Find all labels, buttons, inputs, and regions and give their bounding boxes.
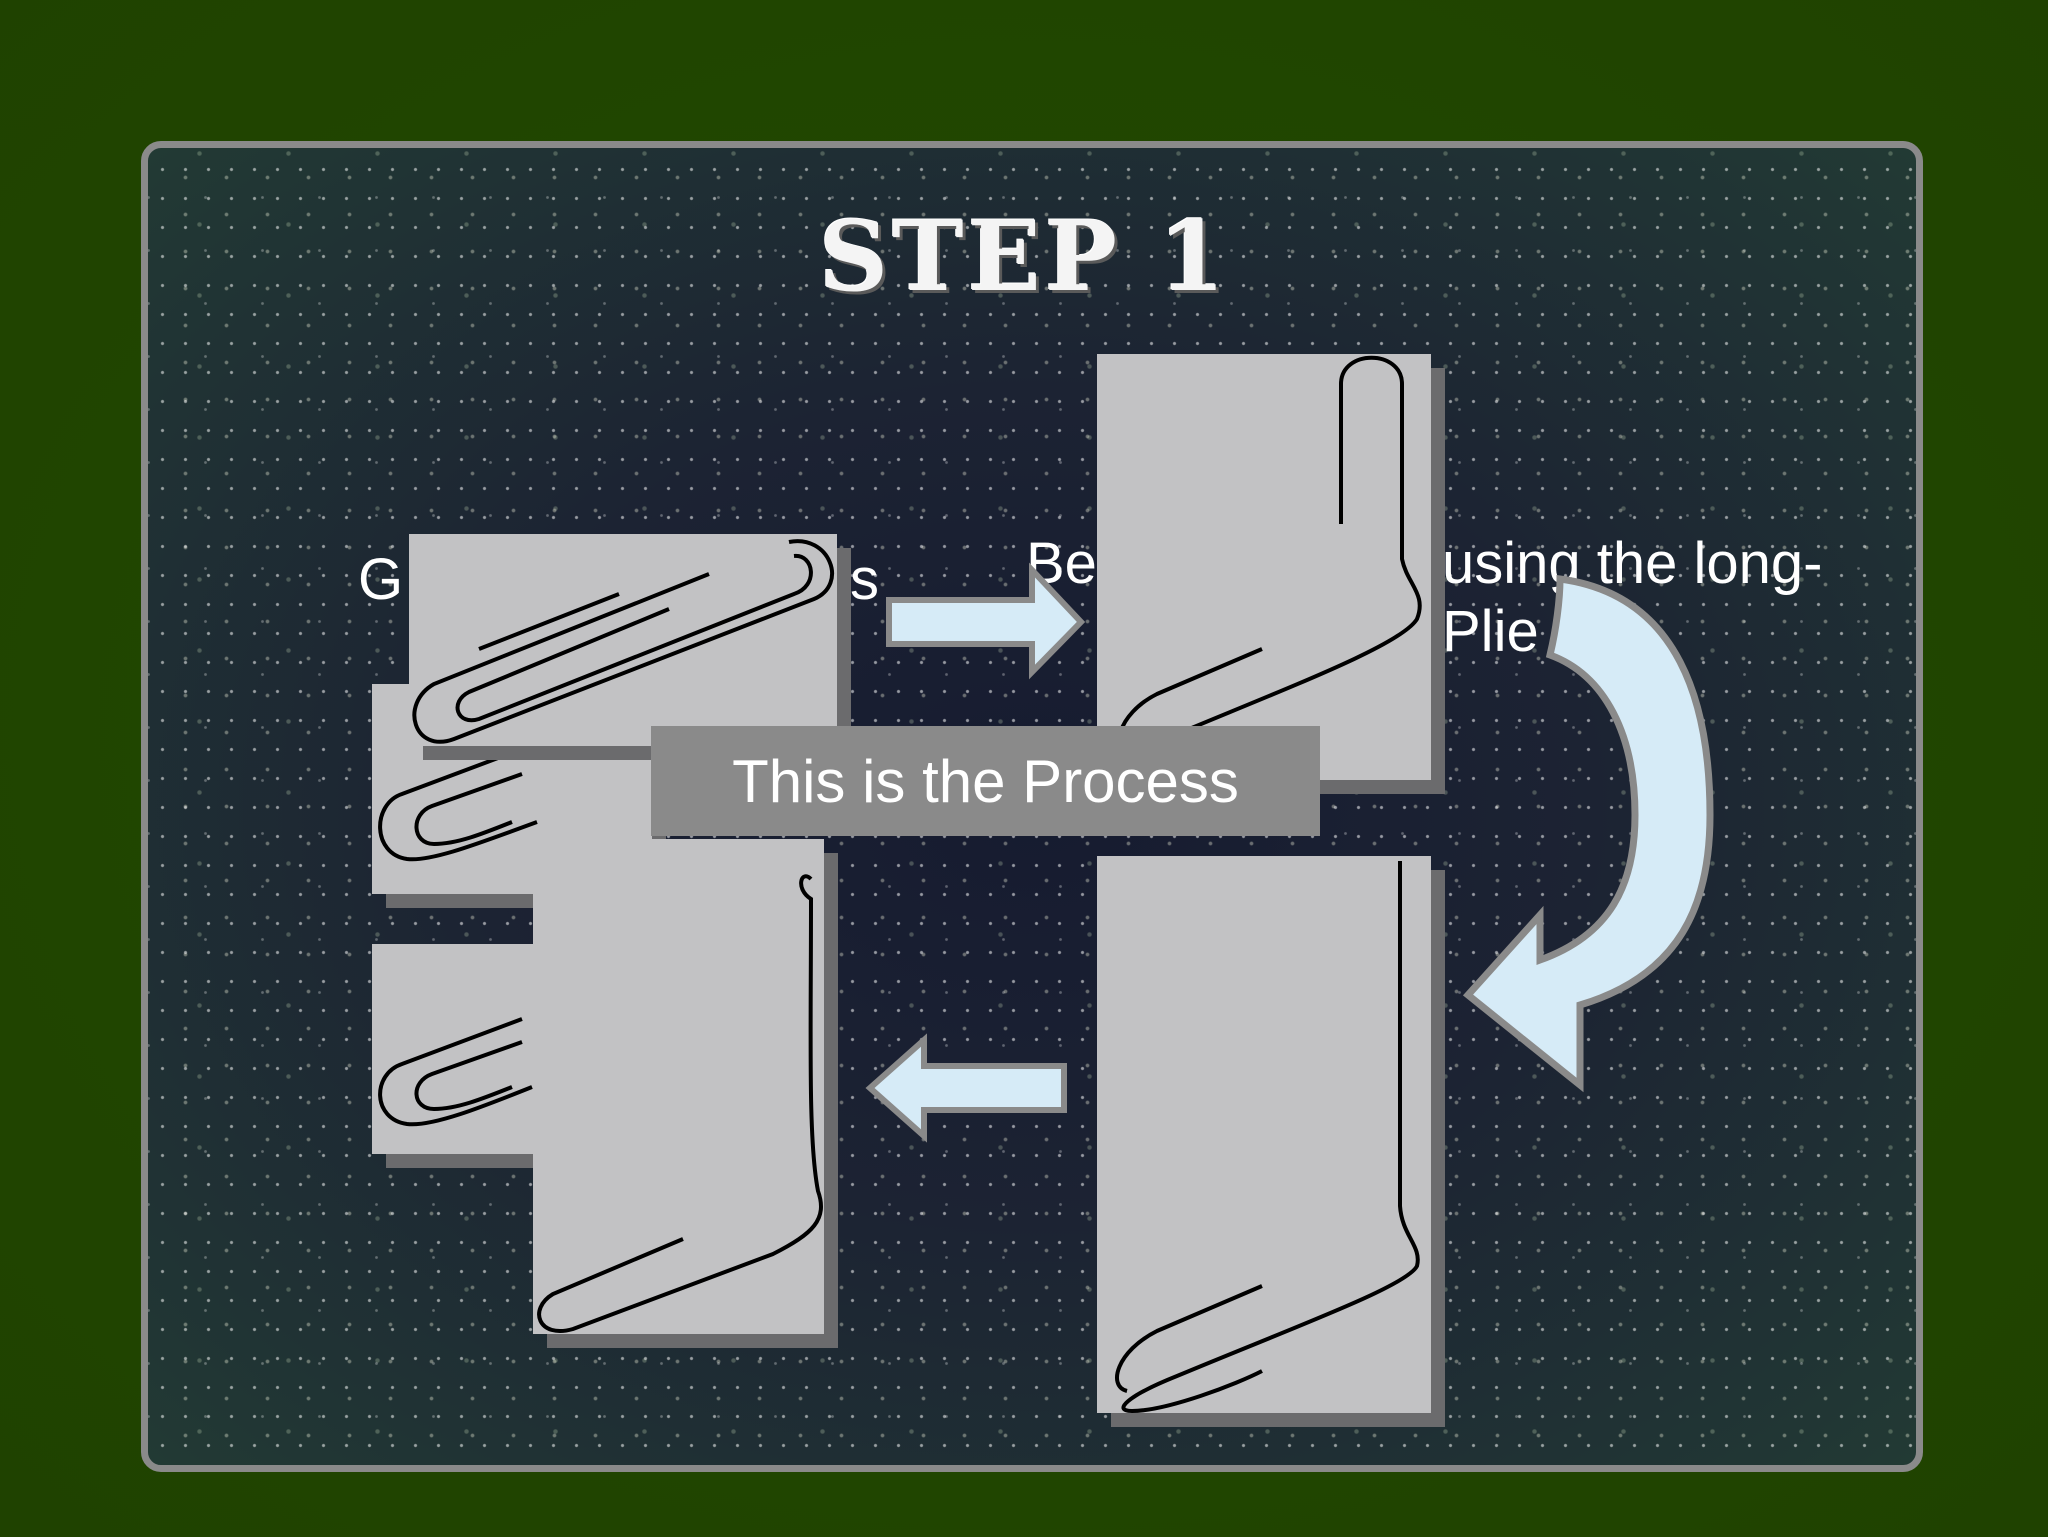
paperclip-icon (412, 539, 834, 744)
paperclip-icon (378, 1017, 533, 1127)
paperclip-icon (378, 747, 538, 862)
bent-paperclip-image-bottom-right (1097, 856, 1431, 1414)
bent-paperclip-icon (537, 874, 823, 1333)
right-arrow-icon (886, 562, 1086, 680)
bent-paperclip-image-top-right (1097, 354, 1431, 782)
bent-paperclip-icon (1117, 355, 1422, 782)
slide-title: STEP 1 (818, 200, 1230, 313)
step-text-line-1: using the long- (1442, 531, 1823, 596)
process-banner-label: This is the Process (732, 747, 1239, 815)
step-text-fragment-s: s (850, 547, 879, 612)
curved-arrow-icon (1462, 574, 1714, 1093)
bent-paperclip-image-left (533, 839, 824, 1334)
bent-paperclip-icon (1115, 861, 1420, 1414)
left-arrow-icon (865, 1033, 1067, 1143)
step-text-line-2: Plie (1442, 599, 1539, 664)
paperclip-image-top (409, 534, 837, 746)
step-text-fragment-g: G (358, 547, 404, 612)
process-banner: This is the Process (651, 726, 1320, 836)
